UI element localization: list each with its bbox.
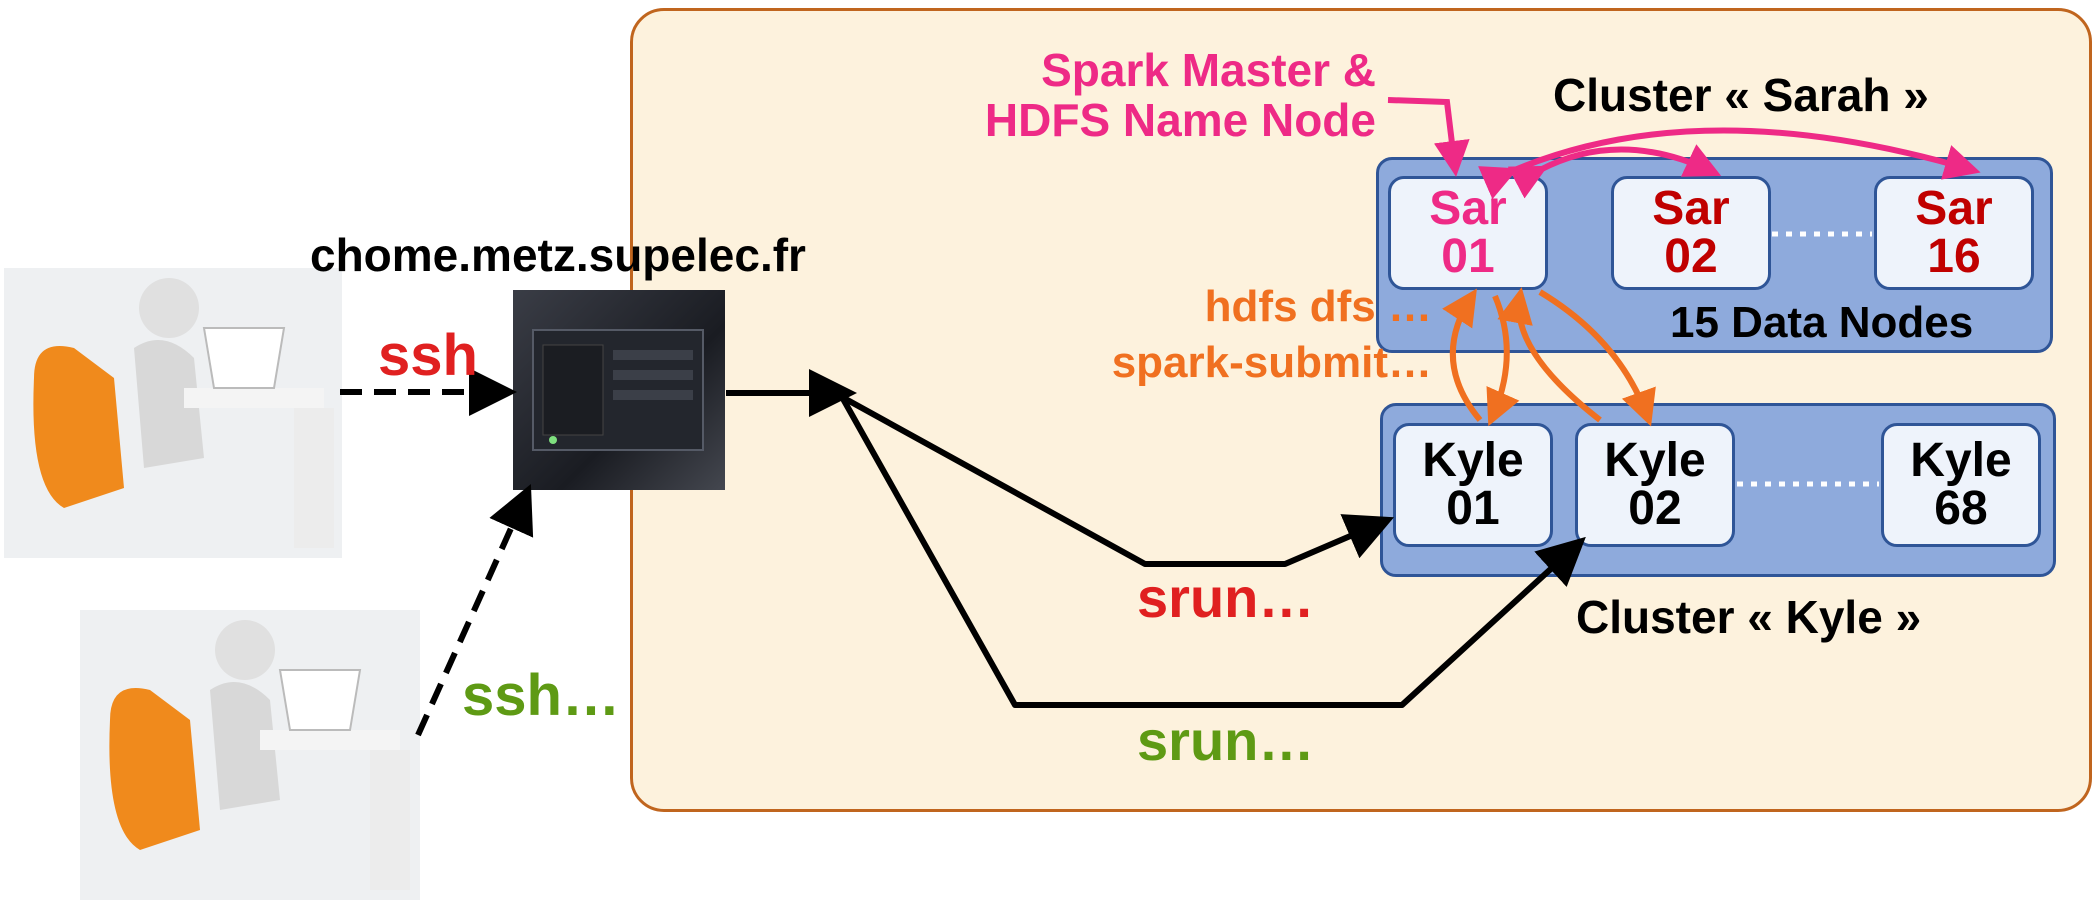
node-number: 02: [1664, 230, 1718, 283]
user-at-laptop-illustration: [4, 268, 342, 558]
hdfs-arrow-kyle02-up: [1497, 287, 1602, 423]
hdfs-command-label: hdfs dfs …: [1204, 282, 1432, 331]
spark-submit-label: spark-submit…: [1111, 338, 1432, 387]
cluster-sarah-title: Cluster « Sarah »: [1553, 69, 1929, 121]
srun-path-kyle01: [840, 394, 1395, 567]
hdfs-arrow-kyle01-up: [1442, 288, 1483, 422]
server-hostname: chome.metz.supelec.fr: [310, 229, 806, 281]
srun-path-kyle02: [839, 395, 1586, 708]
hdfs-arrow-kyle02-down: [1538, 289, 1656, 427]
user-at-laptop-illustration: [80, 610, 420, 900]
cluster-kyle-title: Cluster « Kyle »: [1576, 591, 1922, 643]
ssh-label-user2: ssh…: [462, 663, 620, 728]
user-icon: [109, 620, 410, 890]
node-kyle-68: Kyle 68: [1881, 423, 2041, 547]
ssh-arrow-user2: [415, 484, 534, 737]
node-name: Kyle: [1910, 434, 2012, 487]
master-label-line1: Spark Master &: [1041, 44, 1376, 96]
user-icon: [33, 278, 334, 548]
master-to-sar16-arrow: [1478, 127, 1981, 200]
master-label-arrow: [1387, 97, 1470, 177]
node-number: 68: [1934, 482, 1988, 535]
node-name: Kyle: [1422, 434, 1524, 487]
node-name: Kyle: [1604, 434, 1706, 487]
node-number: 02: [1628, 482, 1682, 535]
node-kyle-02: Kyle 02: [1575, 423, 1735, 547]
node-number: 01: [1441, 230, 1495, 283]
srun-label-green: srun…: [1137, 709, 1315, 772]
master-label: Spark Master & HDFS Name Node: [930, 45, 1376, 145]
ssh-label-user1: ssh: [378, 323, 478, 388]
node-number: 01: [1446, 482, 1500, 535]
data-nodes-label: 15 Data Nodes: [1670, 298, 1974, 347]
node-number: 16: [1927, 230, 1981, 283]
server-image: [513, 290, 725, 490]
node-kyle-01: Kyle 01: [1393, 423, 1553, 547]
srun-label-red: srun…: [1137, 566, 1315, 629]
hdfs-arrow-kyle01-down: [1486, 294, 1520, 427]
master-label-line2: HDFS Name Node: [984, 94, 1376, 146]
server-icon: [532, 329, 704, 451]
